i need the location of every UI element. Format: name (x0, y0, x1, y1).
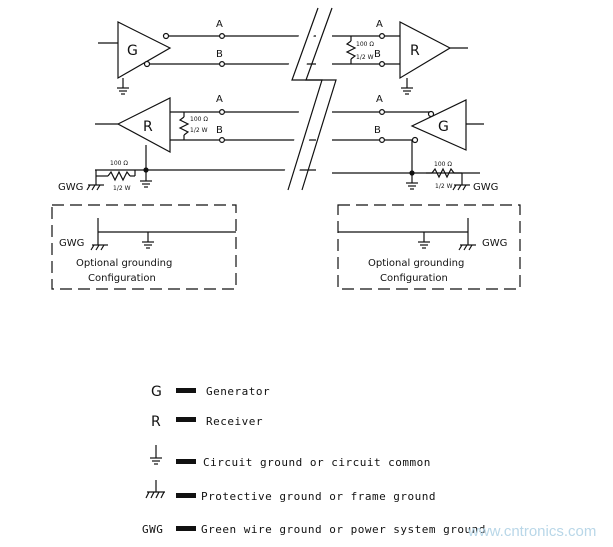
bottom-label-a-right: A (376, 94, 383, 105)
top-label-a: A (216, 19, 223, 30)
left-optional-line2: Configuration (88, 273, 156, 284)
left-box-gwg-label: GWG (59, 238, 84, 249)
top-label-b: B (216, 49, 223, 60)
top-termination-resistor (345, 36, 357, 64)
top-node-b-right (379, 60, 386, 67)
optional-grounding-box-left (51, 204, 237, 290)
bottom-node-a-right (379, 108, 386, 115)
bottom-node-b-right (379, 137, 386, 144)
bottom-label-b: B (216, 125, 223, 136)
top-label-a-right: A (376, 19, 383, 30)
frame-ground-icon (90, 244, 108, 251)
circuit-ground-icon (150, 445, 162, 465)
top-label-b-right: B (374, 49, 381, 60)
frame-ground-icon (86, 184, 104, 191)
top-generator-label: G (127, 43, 138, 59)
top-generator (98, 21, 172, 88)
bottom-receiver-label: R (143, 119, 153, 135)
legend-text-receiver: Receiver (206, 415, 263, 428)
left-ground-resistor-value: 100 Ω (110, 160, 128, 167)
bottom-label-a: A (216, 94, 223, 105)
circuit-ground-icon (418, 232, 430, 249)
right-ground-resistor-value: 100 Ω (434, 161, 452, 168)
right-box-gwg-label: GWG (482, 238, 507, 249)
left-optional-line1: Optional grounding (76, 258, 172, 269)
legend-symbol-r: R (151, 414, 161, 430)
bottom-resistor-rating: 1/2 W (190, 127, 208, 134)
legend-text-generator: Generator (206, 385, 270, 398)
frame-ground-icon (452, 184, 470, 191)
legend-symbol-gwg: GWG (142, 523, 163, 536)
circuit-ground-icon (140, 170, 152, 188)
bottom-generator (410, 99, 484, 173)
bottom-receiver (95, 97, 171, 170)
top-resistor-rating: 1/2 W (356, 54, 374, 61)
optional-grounding-box-right (337, 204, 521, 290)
right-gwg-label: GWG (473, 182, 498, 193)
bottom-node-a (219, 108, 226, 115)
bottom-generator-label: G (438, 119, 449, 135)
left-gwg-label: GWG (58, 182, 83, 193)
circuit-ground-icon (117, 87, 129, 95)
top-node-a (219, 32, 226, 39)
top-receiver-label: R (410, 43, 420, 59)
cable-break-symbol (279, 5, 337, 193)
bottom-resistor-value: 100 Ω (190, 116, 208, 123)
legend-text-gwg: Green wire ground or power system ground (201, 523, 486, 536)
circuit-ground-icon (401, 87, 413, 95)
right-ground-resistor-rating: 1/2 W (435, 183, 453, 190)
watermark-text: www.cntronics.com (467, 523, 596, 540)
legend-text-frame-ground: Protective ground or frame ground (201, 490, 436, 503)
frame-ground-icon (458, 244, 476, 251)
top-resistor-value: 100 Ω (356, 41, 374, 48)
top-node-a-right (379, 32, 386, 39)
legend-symbol-g: G (151, 384, 162, 400)
legend-text-circuit-ground: Circuit ground or circuit common (203, 456, 431, 469)
right-ground-resistor (426, 167, 463, 185)
bottom-node-b (219, 137, 226, 144)
frame-ground-icon (145, 480, 165, 499)
right-optional-line1: Optional grounding (368, 258, 464, 269)
circuit-ground-icon (406, 173, 418, 190)
top-node-b (219, 60, 226, 67)
bottom-termination-resistor (178, 112, 190, 140)
top-receiver (399, 21, 468, 88)
circuit-ground-icon (142, 232, 154, 249)
bottom-label-b-right: B (374, 125, 381, 136)
right-optional-line2: Configuration (380, 273, 448, 284)
left-ground-resistor-rating: 1/2 W (113, 185, 131, 192)
left-ground-resistor (95, 170, 136, 185)
